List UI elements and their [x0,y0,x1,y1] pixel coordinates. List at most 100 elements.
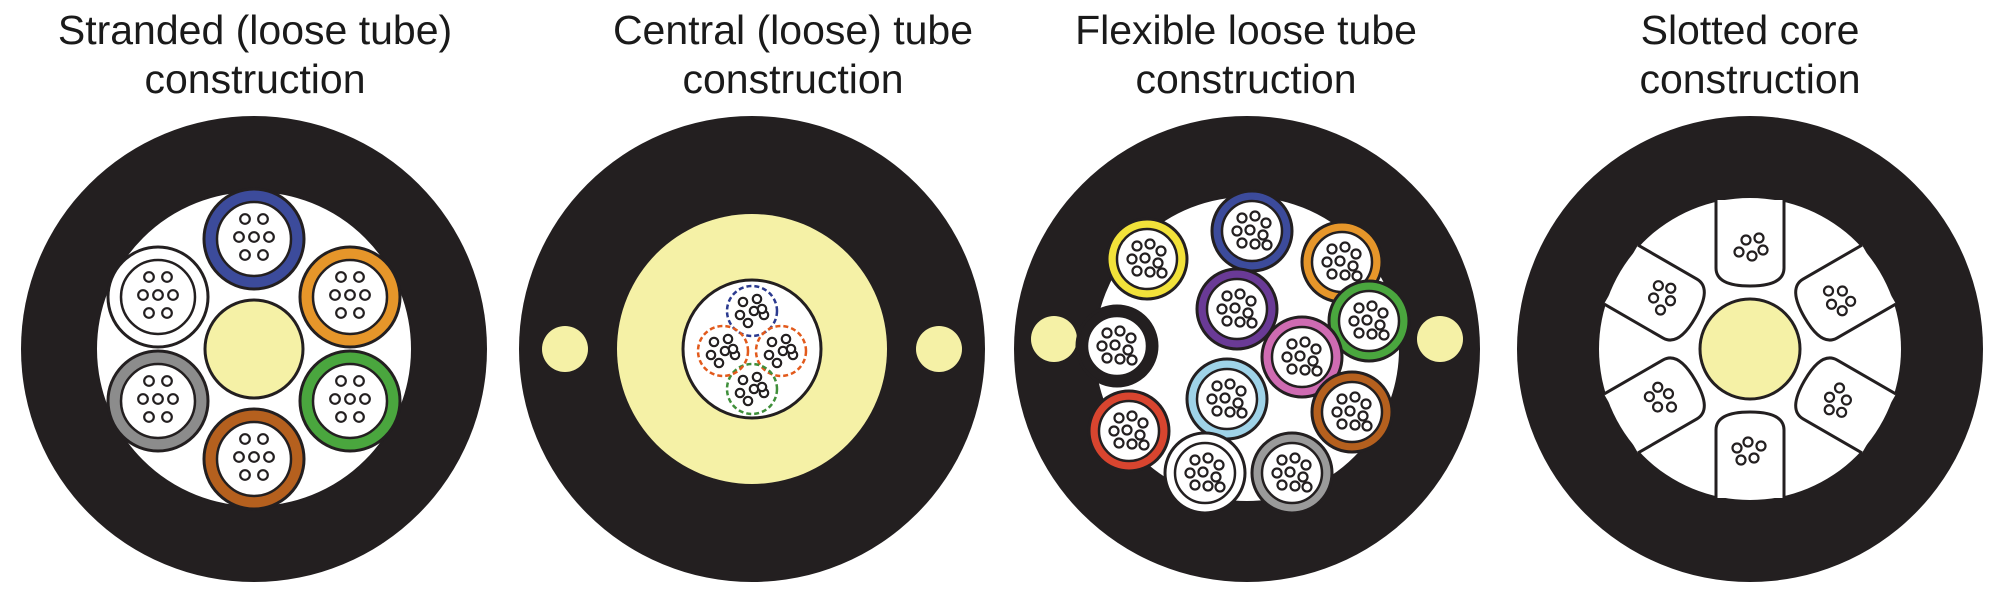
slotted-fiber [1833,382,1846,394]
flexible-fiber [1286,338,1298,350]
title-flexible-line2: construction [1135,56,1357,102]
slotted-fiber [1643,391,1655,403]
central-fiber [734,387,746,399]
flexible-loose-tube [1075,304,1159,388]
central-fiber [737,374,749,386]
flexible-fiber [1144,238,1156,250]
stranded-loose-tube-fiber [143,307,155,319]
stranded-loose-tube-fiber [329,289,341,301]
flexible-fiber [1126,253,1138,265]
flexible-fiber [1202,480,1214,492]
central-fiber [780,333,792,345]
flexible-fiber [1221,290,1233,302]
title-stranded-line1: Stranded (loose tube) [57,7,453,53]
stranded-loose-tube-fiber [239,213,251,225]
flexible-fiber [1242,307,1254,319]
flexible-fiber [1229,302,1241,314]
central-fiber-bundle-binder [725,362,779,416]
flexible-fiber [1360,398,1372,410]
slotted-fiber [1648,292,1660,304]
flexible-fiber [1156,267,1168,279]
stranded-loose-tube-fiber [353,307,365,319]
stranded-loose-tube-fiber [161,411,173,423]
flexible-fiber [1234,288,1246,300]
stranded-loose-tube-fiber [161,375,173,387]
flexible-fiber [1224,406,1236,418]
flexible-fiber [1281,351,1293,363]
stranded-loose-tube-fiber [161,307,173,319]
stranded-loose-tube-fiber [257,433,269,445]
flexible-fiber [1155,245,1167,257]
title-slotted-line2: construction [1639,56,1861,102]
stranded-loose-tube [298,349,402,453]
flexible-fiber [1211,405,1223,417]
flexible-fiber [1221,315,1233,327]
flexible-fiber [1353,327,1365,339]
flexible-loose-tube [1310,370,1394,454]
flexible-fiber [1357,410,1369,422]
flexible-fiber [1152,257,1164,269]
flexible-fiber [1139,252,1151,264]
central-cable [519,116,985,582]
stranded-loose-tube-fiber [359,393,371,405]
stranded-loose-tube-fiber [335,375,347,387]
stranded-loose-tube-fiber [152,289,164,301]
flexible-fiber [1122,344,1134,356]
slotted-fiber [1840,394,1852,406]
flexible-fiber [1234,316,1246,328]
flexible-fiber [1334,255,1346,267]
central-fiber [771,357,783,369]
central-fiber [737,296,749,308]
slotted-fiber [1733,246,1745,258]
title-slotted-line1: Slotted core [1640,7,1860,53]
flexible-fiber [1249,238,1261,250]
flexible-fiber [1101,327,1113,339]
flexible-loose-tube [1087,389,1171,473]
flexible-fiber [1344,405,1356,417]
slotted-fiber [1823,404,1835,416]
slotted-fiber [1665,401,1678,413]
flexible-fiber [1231,225,1243,237]
central-fiber [742,395,754,407]
central-strength-rod-left [542,326,588,372]
flexible-fiber [1235,385,1247,397]
flexible-fiber [1366,328,1378,340]
flexible-fiber [1213,459,1225,471]
flexible-fiber [1113,437,1125,449]
flexible-fiber [1126,438,1138,450]
flexible-fiber [1284,466,1296,478]
stranded-loose-tube-fiber [353,375,365,387]
stranded-loose-tube-fiber [263,451,275,463]
title-central-line2: construction [682,56,904,102]
flexible-fiber [1219,392,1231,404]
flexible-fiber [1348,315,1360,327]
stranded-loose-tube-fiber [167,393,179,405]
central-tube [681,278,823,420]
slotted-fiber [1746,250,1758,262]
flexible-fiber [1299,336,1311,348]
title-flexible: Flexible loose tube construction [1011,6,1481,104]
stranded-loose-tube-fiber [257,469,269,481]
flexible-fiber [1216,303,1228,315]
slotted-fiber [1845,295,1857,307]
central-fiber-bundle-binder [725,284,779,338]
flexible-fiber [1137,417,1149,429]
slotted-fiber [1836,285,1848,297]
central-fiber [756,381,768,393]
flexible-fiber [1289,452,1301,464]
flexible-fiber [1114,353,1126,365]
flexible-fiber [1101,352,1113,364]
stranded-loose-tube-fiber [239,469,251,481]
stranded-loose-tube-fiber [239,433,251,445]
flexible-fiber [1336,418,1348,430]
flexible-cable [1014,116,1480,582]
central-fiber [727,343,739,355]
flexible-fiber [1276,479,1288,491]
flexible-fiber [1349,419,1361,431]
stranded-loose-tube-fiber [344,393,356,405]
flexible-loose-tube [1105,217,1189,301]
flexible-strength-rod-right [1417,316,1463,362]
flexible-fiber [1211,380,1223,392]
flexible-fiber [1310,343,1322,355]
